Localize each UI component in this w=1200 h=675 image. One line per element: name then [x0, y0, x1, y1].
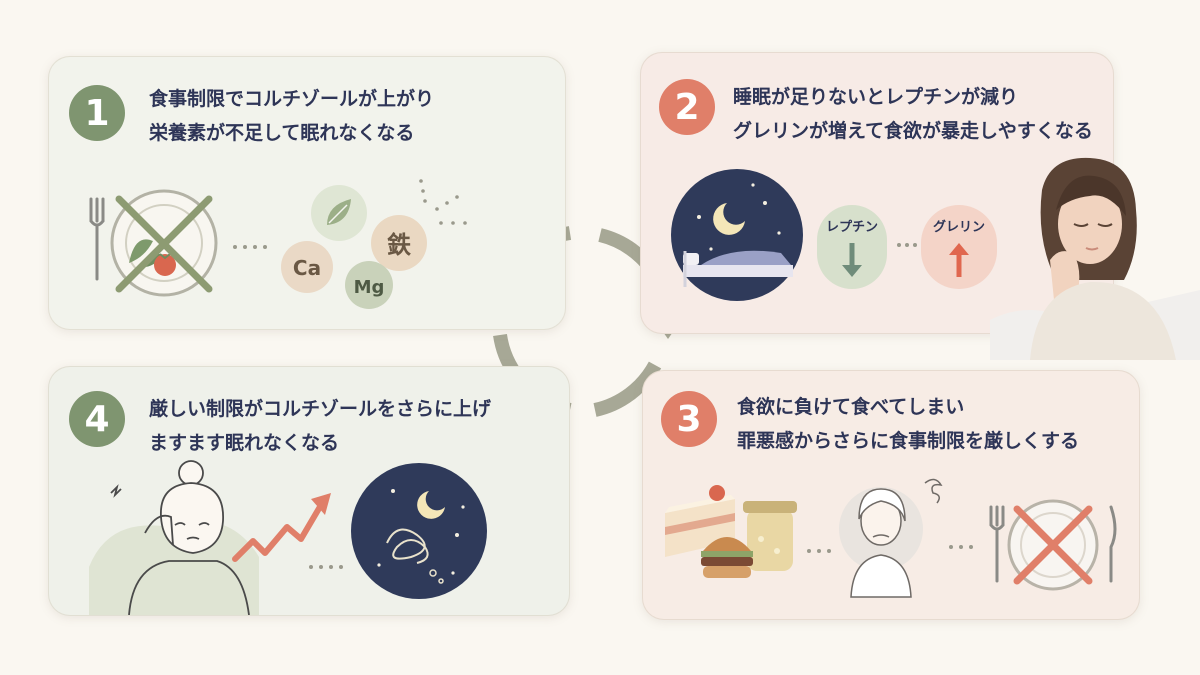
fork-knife-crossed-plate-icon	[991, 501, 1115, 589]
dotted-connector-5	[309, 565, 343, 569]
nutrient-calcium-badge: Ca	[281, 241, 333, 293]
nutrient-iron-badge: 鉄	[371, 215, 427, 271]
plate-icon	[112, 191, 216, 295]
tired-woman-photo	[990, 150, 1200, 360]
card-step-1: 1 食事制限でコルチゾールが上がり 栄養素が不足して眠れなくなる 鉄	[48, 56, 566, 330]
nutrient-magnesium-badge: Mg	[345, 261, 393, 309]
dotted-connector-2	[897, 243, 917, 247]
nutrient-calcium-label: Ca	[293, 256, 321, 280]
fork-icon	[91, 199, 103, 279]
leaf-icon	[311, 185, 367, 241]
stress-mark-icon	[111, 487, 121, 495]
leptin-down-badge: レプチン	[817, 205, 887, 289]
ghrelin-up-badge: グレリン	[921, 205, 997, 289]
card3-illustration	[643, 371, 1139, 619]
scribble-thought-icon	[925, 479, 941, 503]
card1-illustration: 鉄 Ca Mg	[49, 57, 565, 329]
card4-illustration	[49, 367, 569, 615]
night-bed-icon	[671, 169, 803, 301]
leptin-label: レプチン	[826, 220, 878, 235]
card-step-4: 4 厳しい制限がコルチゾールをさらに上げ ますます眠れなくなる	[48, 366, 570, 616]
night-scribble-icon	[351, 463, 487, 599]
dotted-connector-3	[807, 549, 831, 553]
dotted-connector-1	[233, 245, 267, 249]
nutrient-magnesium-label: Mg	[354, 277, 385, 298]
ghrelin-label: グレリン	[933, 219, 985, 235]
nutrient-iron-label: 鉄	[387, 231, 411, 259]
sparkle-dots-icon	[419, 179, 467, 225]
card-step-3: 3 食欲に負けて食べてしまい 罪悪感からさらに食事制限を厳しくする	[642, 370, 1140, 620]
worried-woman-icon	[839, 479, 941, 597]
dotted-connector-4	[949, 545, 973, 549]
